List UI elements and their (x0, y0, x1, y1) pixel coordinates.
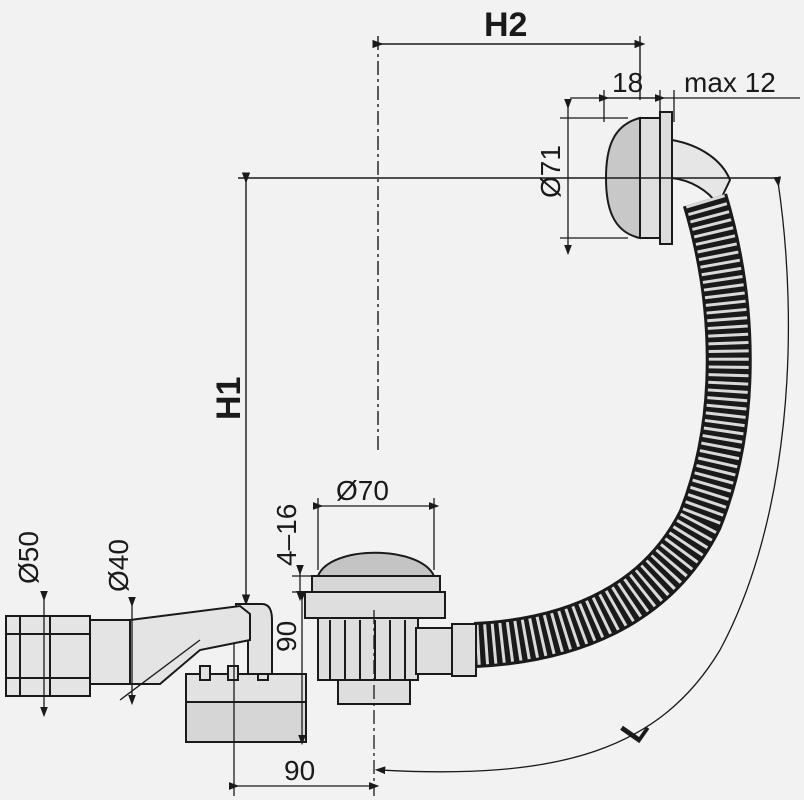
w90-label: 90 (284, 755, 315, 786)
drain-plug (311, 551, 441, 593)
outlet-pipe (5, 604, 251, 697)
h1-label: H1 (210, 377, 248, 420)
d50-label: Ø50 (13, 531, 44, 584)
dimension-crossline (119, 639, 201, 701)
dim-18-label: 18 (612, 67, 643, 98)
max-12-label: max 12 (684, 67, 776, 98)
h90-label: 90 (271, 621, 302, 652)
d71-label: Ø71 (535, 145, 566, 198)
d40-label: Ø40 (103, 539, 134, 592)
d70-label: Ø70 (336, 475, 389, 506)
top-dimension (570, 90, 800, 122)
range-label: 4–16 (271, 504, 302, 566)
h2-label: H2 (484, 6, 527, 44)
d70-dimension (312, 498, 440, 570)
l-dimension (374, 176, 790, 775)
trap (185, 603, 307, 743)
